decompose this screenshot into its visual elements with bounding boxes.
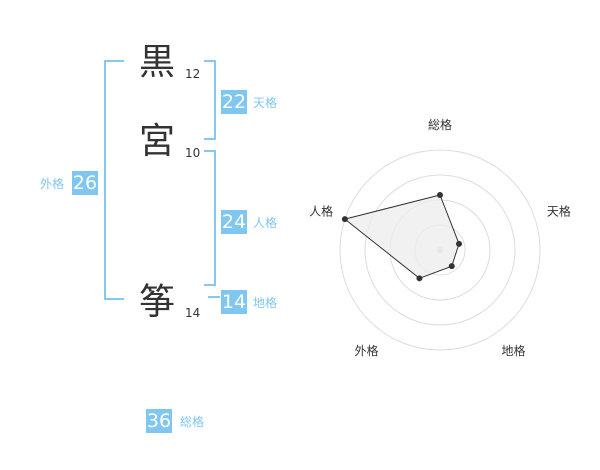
radar-axis-label-4: 外格: [355, 343, 379, 358]
radar-axis-label-5: 人格: [309, 203, 333, 218]
radar-axis-label-2: 天格: [547, 203, 571, 218]
stroke-count-1: 12: [185, 67, 201, 81]
radar-point-4: [416, 275, 423, 282]
chikaku-label: 地格: [253, 296, 278, 310]
name-char-3: 筝: [139, 282, 176, 323]
radar-ring: [339, 149, 541, 351]
radar-ring: [364, 174, 516, 326]
tenkaku-value: 22: [221, 90, 247, 114]
radar-point-1: [437, 192, 443, 198]
soukaku-label: 総格: [180, 415, 205, 429]
tenkaku-bracket: [204, 60, 216, 140]
radar-axis-label-3: 地格: [501, 343, 525, 358]
radar-axis-label-1: 総格: [428, 117, 452, 132]
name-char-2: 宮: [139, 121, 176, 162]
stroke-count-3: 14: [185, 306, 201, 320]
name-char-1: 黒: [139, 42, 176, 83]
jinkaku-value: 24: [221, 210, 247, 234]
gaikaku-bracket: [104, 60, 124, 300]
stroke-count-2: 10: [185, 146, 201, 160]
gaikaku-value: 26: [72, 171, 98, 195]
radar-point-3: [448, 263, 455, 270]
radar-point-2: [456, 240, 463, 247]
radar-polygon: [343, 194, 460, 279]
chikaku-connector: [208, 296, 220, 298]
jinkaku-label: 人格: [253, 216, 278, 230]
radar-point-5: [341, 216, 348, 223]
gaikaku-label: 外格: [40, 177, 65, 191]
soukaku-value: 36: [146, 409, 172, 433]
jinkaku-bracket: [204, 150, 216, 286]
tenkaku-label: 天格: [253, 96, 278, 110]
chikaku-value: 14: [221, 290, 247, 314]
